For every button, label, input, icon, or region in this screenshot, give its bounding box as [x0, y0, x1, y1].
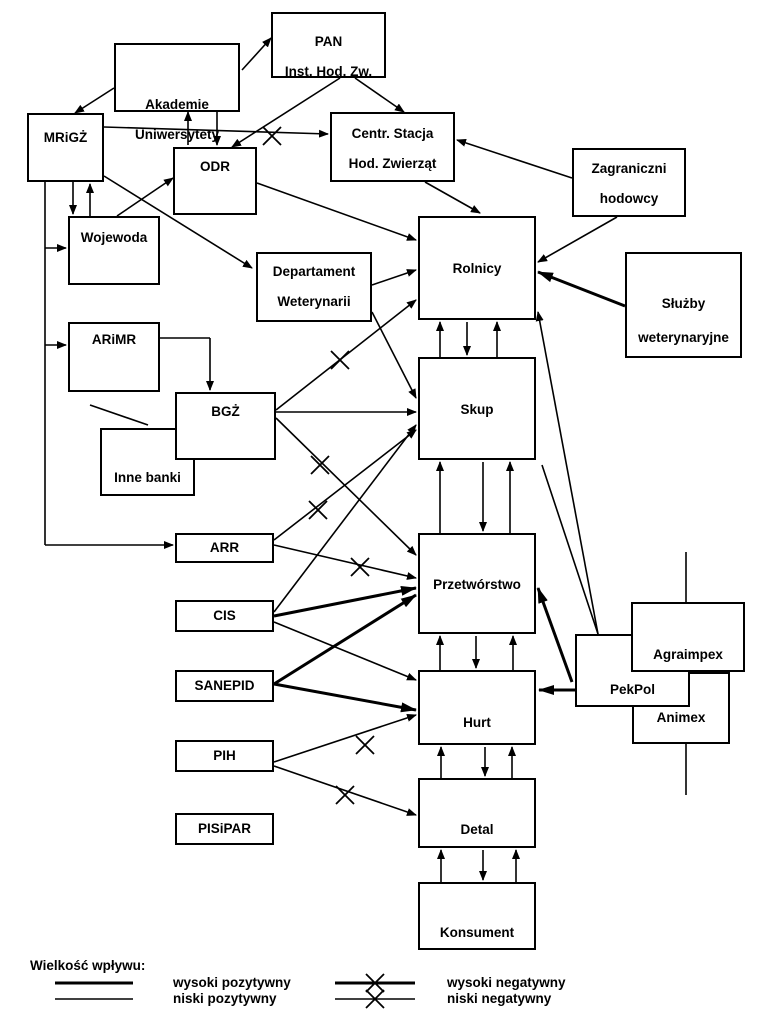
node-label: SANEPID: [194, 678, 255, 693]
node-przetworstwo: Przetwórstwo: [418, 533, 536, 634]
negative-cross-mark: [355, 735, 375, 755]
legend-low-negative: niski negatywny: [447, 991, 552, 1006]
node-label: hodowcy: [599, 191, 659, 206]
positive-influence-edge: [241, 37, 272, 71]
legend-title: Wielkość wpływu:: [30, 958, 146, 973]
positive-influence-edge: [541, 464, 599, 635]
node-label: Inne banki: [114, 470, 181, 485]
positive-influence-edge: [535, 311, 599, 635]
positive-influence-edge: [273, 621, 417, 681]
negative-influence-edge: [103, 126, 329, 138]
negative-cross-mark: [330, 350, 350, 370]
node-label: Akademie: [145, 97, 209, 112]
node-label: BGŻ: [211, 404, 240, 419]
negative-influence-edge: [273, 544, 417, 580]
node-label: PAN: [314, 34, 343, 49]
positive-influence-edge: [273, 424, 417, 613]
positive-influence-edge: [537, 270, 626, 308]
positive-influence-edge: [371, 269, 417, 286]
negative-cross-mark: [308, 500, 328, 520]
node-label: ODR: [200, 159, 230, 174]
node-label: Animex: [656, 710, 706, 725]
node-bgz: BGŻ: [175, 392, 276, 460]
negative-cross-mark: [365, 973, 385, 993]
positive-influence-edge: [74, 87, 115, 114]
node-label: Departament: [272, 264, 356, 279]
positive-influence-edge: [273, 585, 417, 618]
node-label: Wojewoda: [80, 230, 148, 245]
node-label: Hod. Zwierząt: [348, 156, 437, 171]
positive-influence-edge: [116, 177, 174, 217]
positive-influence-edge: [231, 77, 341, 148]
node-label: Hurt: [463, 715, 491, 730]
node-detal: Detal: [418, 778, 536, 848]
node-konsument: Konsument: [418, 882, 536, 950]
node-label: Agraimpex: [653, 647, 723, 662]
node-wojewoda: Wojewoda: [68, 216, 160, 285]
negative-cross-mark: [350, 557, 370, 577]
node-cis: CIS: [175, 600, 274, 632]
negative-cross-mark: [335, 785, 355, 805]
negative-influence-edge: [273, 714, 417, 763]
node-label: ARR: [209, 540, 240, 555]
positive-influence-edge: [273, 593, 417, 686]
node-label: weterynaryjne: [638, 330, 729, 345]
negative-influence-edge: [273, 765, 417, 816]
node-label: Przetwórstwo: [433, 577, 521, 592]
legend-high-negative: wysoki negatywny: [447, 975, 566, 990]
node-odr: ODR: [173, 147, 257, 215]
node-sluzby: Służby weterynaryjne: [625, 252, 742, 358]
node-label: PekPol: [609, 682, 656, 697]
positive-influence-edge: [256, 182, 417, 241]
positive-influence-edge: [354, 77, 405, 113]
node-label: PIH: [213, 748, 236, 763]
node-label: PISiPAR: [197, 821, 251, 836]
positive-influence-edge: [537, 216, 618, 263]
node-label: Służby: [661, 296, 706, 311]
node-label: Detal: [460, 822, 494, 837]
positive-influence-edge: [273, 682, 417, 713]
node-arr: ARR: [175, 533, 274, 563]
node-label: MRiGŻ: [43, 130, 88, 145]
positive-influence-edge: [103, 175, 253, 269]
node-label: CIS: [213, 608, 236, 623]
positive-influence-edge: [456, 139, 573, 179]
positive-influence-edge: [89, 404, 149, 426]
legend-low-positive: niski pozytywny: [173, 991, 277, 1006]
node-hurt: Hurt: [418, 670, 536, 745]
node-arimr: ARiMR: [68, 322, 160, 392]
node-pan: PAN Inst. Hod. Zw.: [271, 12, 386, 79]
node-label: Weterynarii: [277, 294, 351, 309]
node-label: Skup: [460, 402, 494, 417]
node-agraimpex: Agraimpex: [631, 602, 745, 672]
negative-cross-mark: [310, 455, 330, 475]
positive-influence-edge: [536, 587, 574, 683]
node-pih: PIH: [175, 740, 274, 772]
node-label: Centr. Stacja: [351, 126, 434, 141]
node-skup: Skup: [418, 357, 536, 460]
node-label: Rolnicy: [452, 261, 502, 276]
node-label: Inst. Hod. Zw.: [284, 64, 373, 79]
negative-cross-mark: [262, 126, 282, 146]
negative-cross-mark: [365, 989, 385, 1009]
positive-influence-edge: [424, 181, 481, 214]
node-label: ARiMR: [91, 332, 137, 347]
legend-high-positive: wysoki pozytywny: [173, 975, 291, 990]
node-sanepid: SANEPID: [175, 670, 274, 702]
node-label: Konsument: [439, 925, 515, 940]
node-pisipar: PISiPAR: [175, 813, 274, 845]
node-label: Uniwersytety: [134, 127, 220, 142]
negative-influence-edge: [275, 417, 417, 556]
negative-influence-edge: [273, 429, 417, 541]
node-rolnicy: Rolnicy: [418, 216, 536, 320]
node-label: Zagraniczni: [591, 161, 667, 176]
node-mrigz: MRiGŻ: [27, 113, 104, 182]
node-zagraniczni: Zagraniczni hodowcy: [572, 148, 686, 217]
positive-influence-edge: [371, 311, 417, 399]
